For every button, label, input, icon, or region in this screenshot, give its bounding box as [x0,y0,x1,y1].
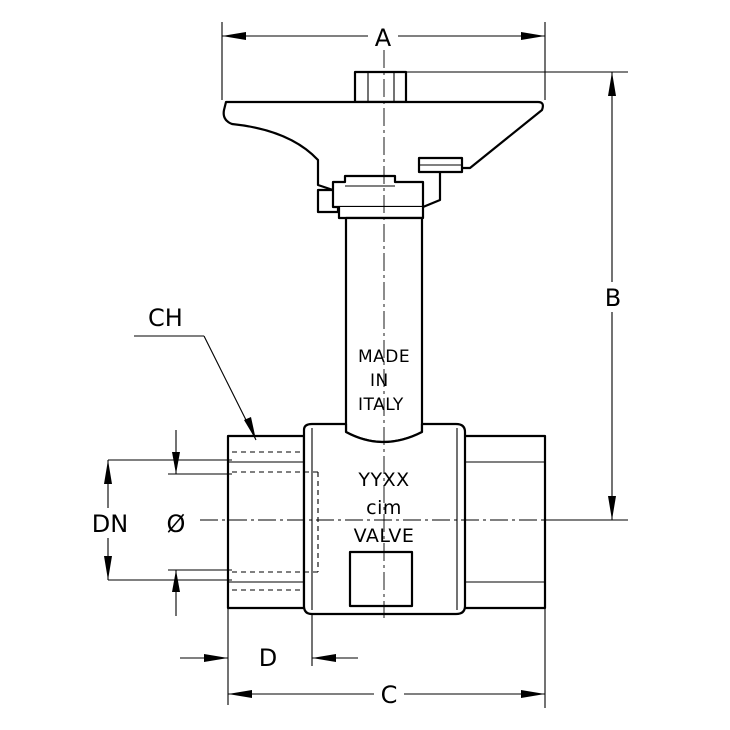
label-d: D [259,644,277,672]
dimension-a: A [221,22,546,100]
marking-brand: cim [366,497,402,519]
stamped-markings: MADE IN ITALY YYXX cim VALVE [354,347,415,547]
marking-valve: VALVE [354,525,415,547]
dimension-dn: DN [86,460,134,580]
label-b: B [605,284,621,312]
label-a: A [375,24,392,52]
dimension-diameter: Ø [167,430,186,616]
label-diameter: Ø [167,510,186,538]
stem-nut [353,70,408,104]
center-body [302,422,467,616]
handle [222,70,544,214]
dimension-d: D [180,608,358,705]
dimension-ch: CH [134,304,257,441]
label-ch: CH [148,304,183,332]
dimension-b: B [395,71,628,521]
marking-italy: ITALY [358,395,404,415]
handle-lever [222,100,544,209]
marking-window [348,550,414,608]
valve-body [108,422,547,616]
label-c: C [381,681,398,709]
dimension-c: C [228,608,546,710]
marking-in: IN [370,371,389,391]
marking-made: MADE [358,347,410,367]
marking-date-code: YYXX [357,469,409,491]
label-dn: DN [92,510,128,538]
